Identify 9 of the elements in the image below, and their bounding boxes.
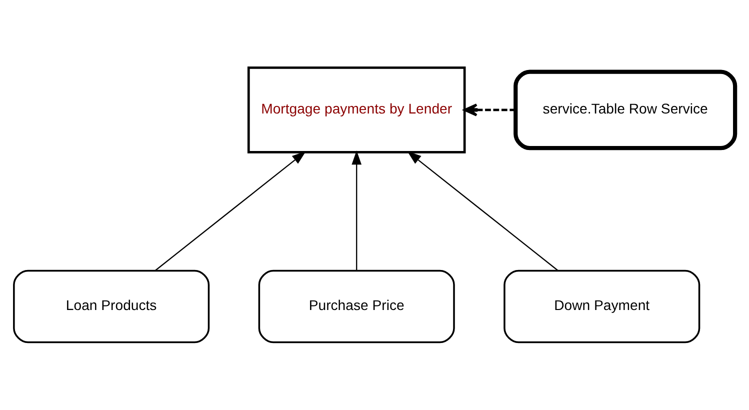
arrow bbox=[407, 151, 558, 272]
node-box: Down Payment bbox=[504, 270, 700, 344]
node-box: service.Table Row Service bbox=[514, 70, 738, 150]
arrow bbox=[464, 103, 516, 116]
node-box: Mortgage payments by Lender bbox=[247, 66, 466, 154]
node-box: Loan Products bbox=[13, 270, 210, 344]
arrow bbox=[352, 150, 362, 271]
node-box: Purchase Price bbox=[258, 270, 455, 344]
arrow bbox=[154, 151, 306, 272]
